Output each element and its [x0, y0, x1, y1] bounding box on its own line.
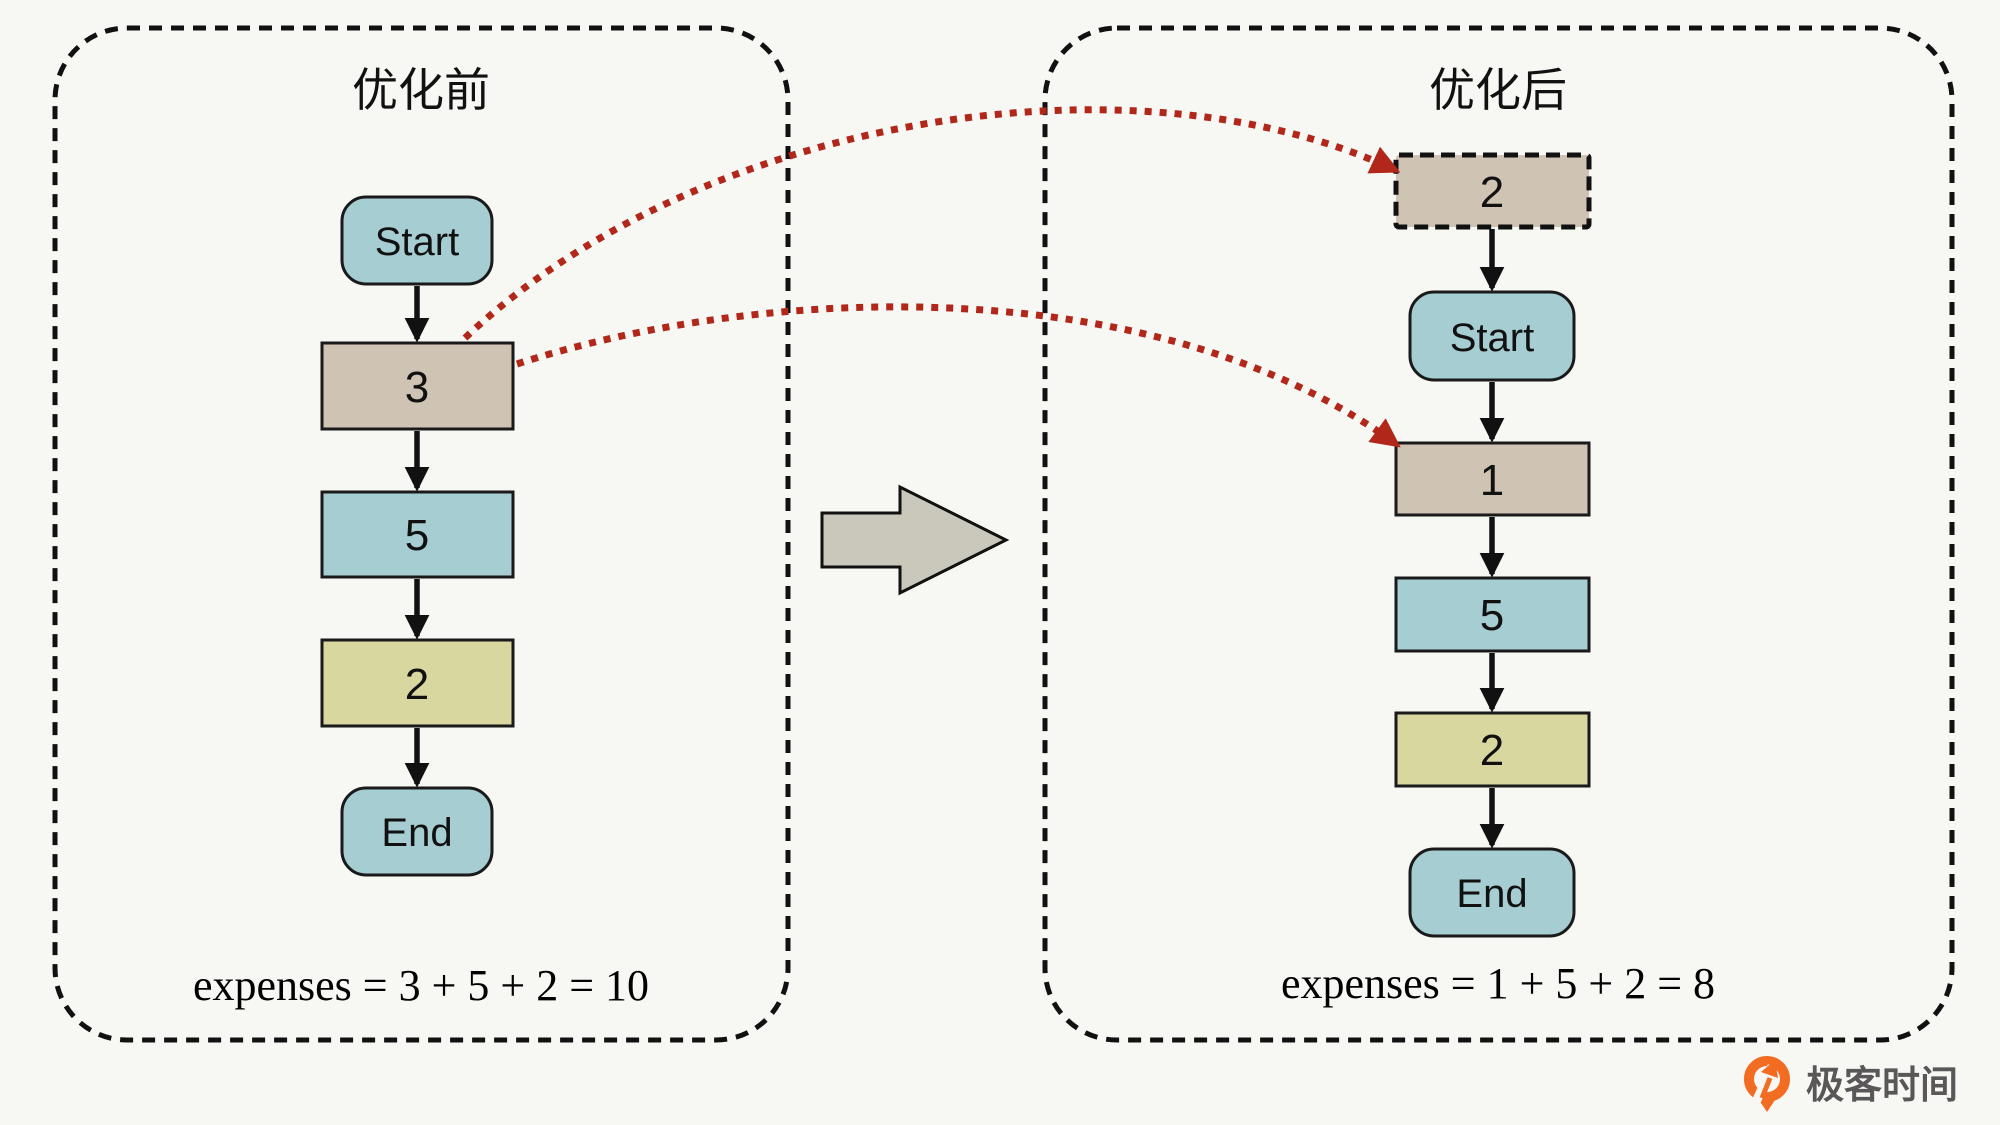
panel-before-title: 优化前 [352, 64, 490, 116]
node-before-cost3: 3 [320, 341, 515, 431]
expenses-after: expenses = 1 + 5 + 2 = 8 [1281, 959, 1715, 1008]
node-after-cost1: 1 [1394, 441, 1591, 517]
node-after-cost5-label: 5 [1480, 591, 1504, 640]
node-before-end: End [340, 786, 494, 877]
geektime-logo: 极客时间 [1744, 1056, 1958, 1112]
node-before-start: Start [340, 195, 494, 286]
node-before-cost3-label: 3 [405, 363, 429, 412]
panel-before-border [52, 25, 791, 1043]
panel-after-border [1042, 25, 1955, 1043]
node-after-moved2-label: 2 [1480, 168, 1504, 217]
node-after-moved2-box [1393, 152, 1592, 230]
node-after-end: End [1408, 847, 1576, 938]
node-after-cost2: 2 [1394, 711, 1591, 788]
node-after-end-box [1408, 847, 1576, 938]
node-before-start-label: Start [375, 220, 459, 264]
node-before-cost5-label: 5 [405, 511, 429, 560]
node-after-cost1-box [1394, 441, 1591, 517]
node-after-cost5-box [1394, 576, 1591, 653]
node-before-cost5: 5 [320, 490, 515, 579]
geektime-logo-text: 极客时间 [1806, 1064, 1958, 1107]
node-before-end-box [340, 786, 494, 877]
panel-before: 优化前 Start 3 5 2 End expenses = [52, 25, 791, 1043]
moved-cost-arrow-top [462, 106, 1401, 341]
node-after-cost1-label: 1 [1480, 456, 1504, 505]
node-after-moved2: 2 [1393, 152, 1592, 230]
node-after-cost2-label: 2 [1480, 726, 1504, 775]
node-before-cost5-box [320, 490, 515, 579]
transform-arrow-icon [820, 484, 1010, 596]
panel-after: 优化后 2 Start 1 5 2 [1042, 25, 1955, 1043]
node-after-cost2-box [1394, 711, 1591, 788]
node-before-cost2: 2 [320, 638, 515, 728]
node-after-start-label: Start [1450, 316, 1534, 360]
node-before-start-box [340, 195, 494, 286]
expenses-before: expenses = 3 + 5 + 2 = 10 [193, 961, 649, 1010]
node-after-start-box [1408, 290, 1576, 382]
node-before-cost2-box [320, 638, 515, 728]
node-after-end-label: End [1456, 872, 1527, 916]
node-before-cost3-box [320, 341, 515, 431]
panel-after-title: 优化后 [1429, 64, 1567, 116]
node-after-start: Start [1408, 290, 1576, 382]
node-before-cost2-label: 2 [405, 660, 429, 709]
node-after-cost5: 5 [1394, 576, 1591, 653]
reduced-cost-arrow [515, 303, 1401, 448]
geektime-logo-icon [1744, 1056, 1790, 1112]
node-before-end-label: End [381, 811, 452, 855]
